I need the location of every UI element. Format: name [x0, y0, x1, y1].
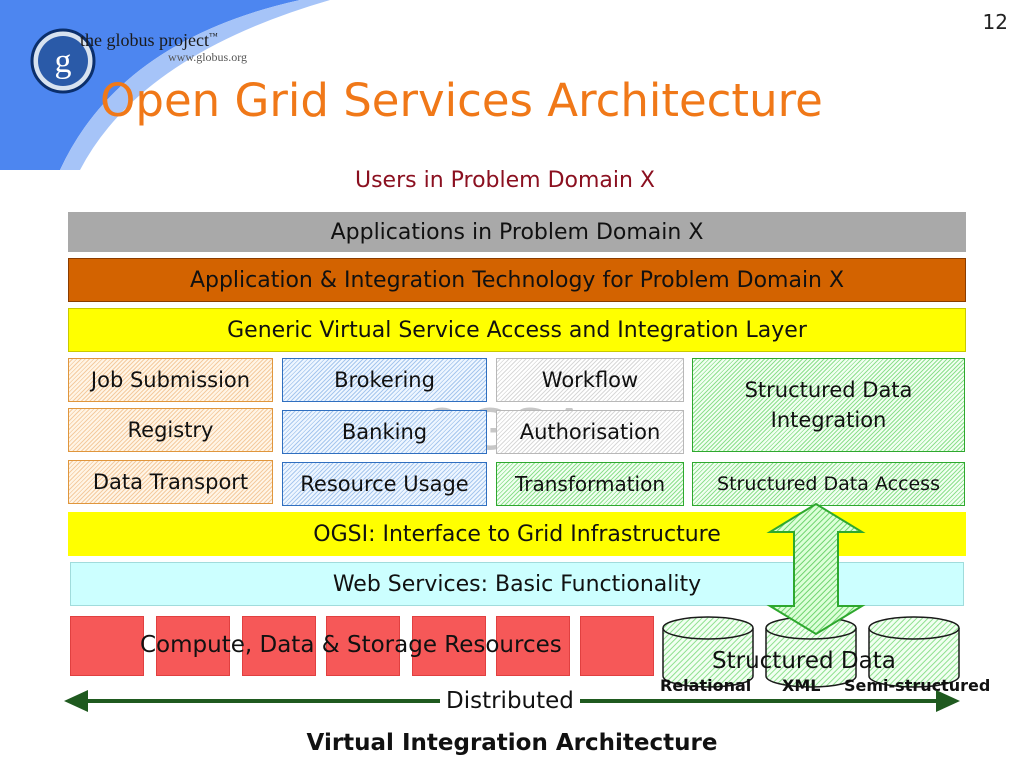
database-cylinder-icon [868, 616, 960, 688]
service-job-submission: Job Submission [68, 358, 273, 402]
applications-layer-label: Applications in Problem Domain X [330, 219, 704, 245]
service-banking: Banking [282, 410, 487, 454]
structured-data-label: Structured Data [712, 648, 896, 674]
data-type-semi-structured: Semi-structured [844, 676, 991, 695]
generic-access-layer-label: Generic Virtual Service Access and Integ… [227, 317, 807, 343]
page-number: 12 [982, 10, 1008, 34]
web-services-layer-label: Web Services: Basic Functionality [332, 571, 702, 597]
app-integration-layer-label: Application & Integration Technology for… [189, 267, 845, 293]
database-cylinders [662, 616, 960, 688]
service-data-transport: Data Transport [68, 460, 273, 504]
applications-layer: Applications in Problem Domain X [68, 212, 966, 252]
resource-block [242, 616, 316, 676]
logo-name: the globus project™ [80, 30, 218, 50]
ogsi-interface-layer-label: OGSI: Interface to Grid Infrastructure [313, 521, 721, 547]
resource-block [326, 616, 400, 676]
subtitle: Users in Problem Domain X [354, 168, 656, 193]
service-registry: Registry [68, 408, 273, 452]
service-resource-usage: Resource Usage [282, 462, 487, 506]
service-workflow: Workflow [496, 358, 684, 402]
data-type-relational: Relational [660, 676, 752, 695]
structured-data-access: Structured Data Access [692, 462, 965, 506]
resource-block [70, 616, 144, 676]
service-authorisation: Authorisation [496, 410, 684, 454]
service-transformation: Transformation [496, 462, 684, 506]
structured-data-integration: Structured Data Integration [692, 358, 965, 452]
resource-block [156, 616, 230, 676]
resource-block [496, 616, 570, 676]
page-title: Open Grid Services Architecture [100, 74, 823, 127]
data-type-xml: XML [782, 676, 821, 695]
database-cylinder-icon [662, 616, 754, 688]
logo-url: www.globus.org [168, 50, 248, 64]
compute-resources-label: Compute, Data & Storage Resources [140, 632, 562, 658]
service-brokering: Brokering [282, 358, 487, 402]
resource-block [412, 616, 486, 676]
footer-title: Virtual Integration Architecture [306, 730, 718, 756]
globus-logo-icon: g [30, 28, 96, 94]
app-integration-layer: Application & Integration Technology for… [68, 258, 966, 302]
double-arrow-icon [766, 502, 866, 636]
logo-letter: g [55, 43, 72, 80]
resource-block [580, 616, 654, 676]
distributed-label: Distributed [440, 688, 580, 714]
generic-access-layer: Generic Virtual Service Access and Integ… [68, 308, 966, 352]
